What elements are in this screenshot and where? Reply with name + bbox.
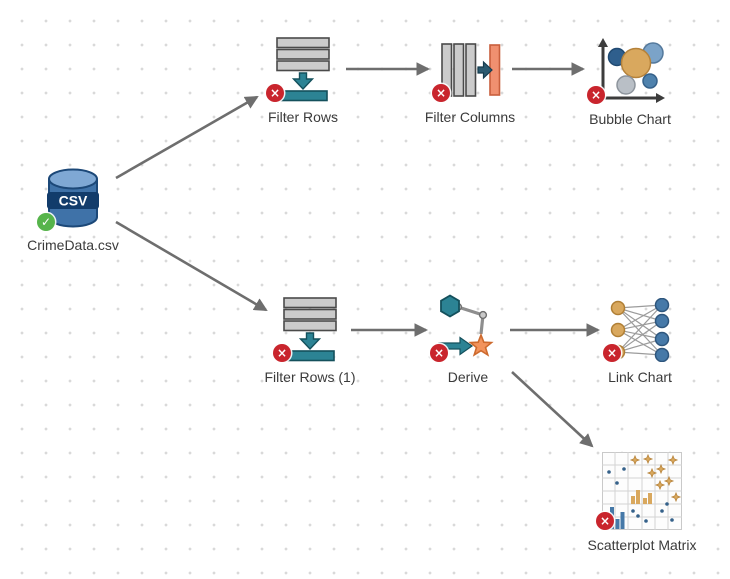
node-bubble-chart[interactable]: × Bubble Chart: [587, 36, 671, 127]
error-badge: ×: [273, 344, 291, 362]
error-badge: ×: [266, 84, 284, 102]
edge-crimedata-to-filter-rows[interactable]: [115, 95, 259, 180]
edge-crimedata-to-filter-rows-1[interactable]: [115, 220, 268, 312]
node-label: Derive: [447, 369, 489, 385]
svg-text:CSV: CSV: [59, 193, 88, 209]
node-crimedata-csv[interactable]: CSV ✓ CrimeData.csv: [27, 168, 119, 253]
link-chart-icon: ×: [603, 298, 671, 362]
csv-database-icon: CSV ✓: [37, 168, 100, 231]
edge-derive-to-scatterplot-matrix[interactable]: [511, 371, 594, 448]
node-derive[interactable]: × Derive: [430, 294, 500, 385]
node-label: Filter Rows (1): [264, 369, 356, 385]
node-filter-columns[interactable]: × Filter Columns: [425, 40, 515, 125]
filter-rows-icon: ×: [266, 36, 334, 102]
filter-columns-icon: ×: [432, 40, 502, 102]
node-filter-rows-1[interactable]: × Filter Rows (1): [265, 296, 356, 385]
derive-icon: ×: [430, 294, 500, 362]
node-scatterplot-matrix[interactable]: × Scatterplot Matrix: [588, 452, 696, 553]
error-badge: ×: [603, 344, 621, 362]
error-badge: ×: [430, 344, 448, 362]
node-label: Filter Columns: [424, 109, 516, 125]
node-label: Filter Rows: [268, 109, 339, 125]
filter-rows-icon: ×: [273, 296, 341, 362]
node-label: Scatterplot Matrix: [587, 537, 697, 553]
error-badge: ×: [596, 512, 614, 530]
scatterplot-matrix-icon: ×: [596, 452, 682, 530]
error-badge: ×: [432, 84, 450, 102]
node-label: CrimeData.csv: [27, 237, 119, 253]
bubble-chart-icon: ×: [587, 36, 667, 104]
node-label: Link Chart: [608, 369, 672, 385]
node-link-chart[interactable]: × Link Chart: [603, 298, 672, 385]
node-filter-rows[interactable]: × Filter Rows: [266, 36, 338, 125]
success-badge: ✓: [37, 213, 55, 231]
error-badge: ×: [587, 86, 605, 104]
node-label: Bubble Chart: [589, 111, 671, 127]
